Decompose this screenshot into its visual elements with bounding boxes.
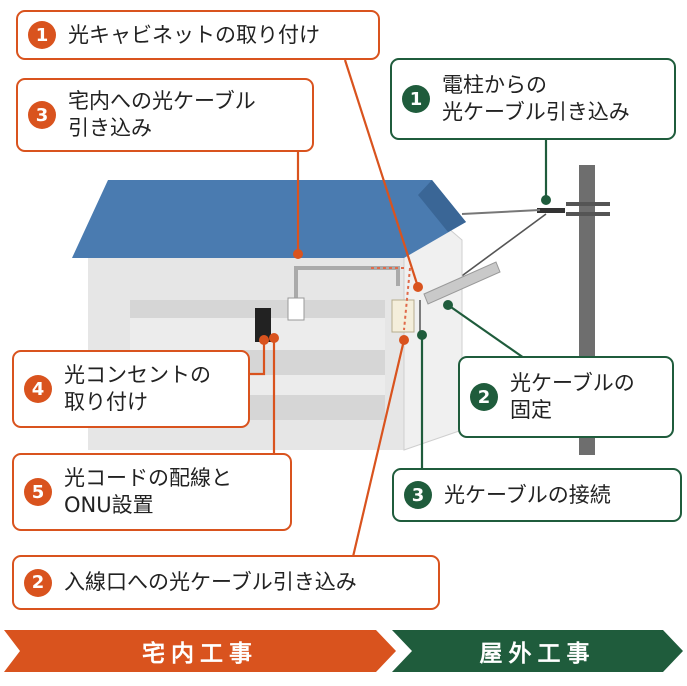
callout-label: 入線口への光ケーブル引き込み bbox=[64, 570, 357, 594]
step-number-badge: 3 bbox=[28, 101, 56, 129]
cable-fixture bbox=[423, 261, 501, 305]
optical-outlet bbox=[287, 297, 305, 321]
indoor-equipment bbox=[255, 266, 404, 342]
indoor-work-banner: 宅内工事 bbox=[4, 630, 396, 672]
outdoor-work-banner: 屋外工事 bbox=[392, 630, 683, 672]
step-number-badge: 5 bbox=[24, 478, 52, 506]
callout-label: 光ケーブルの接続 bbox=[444, 482, 611, 507]
outdoor-callout-2: 2 光ケーブルの 固定 bbox=[458, 356, 674, 438]
outdoor-leader-dots bbox=[417, 195, 551, 340]
indoor-callout-4: 4 光コンセントの 取り付け bbox=[12, 350, 250, 428]
step-number-badge: 2 bbox=[470, 383, 498, 411]
overhead-wire bbox=[461, 209, 541, 215]
indoor-leader-lines bbox=[248, 59, 420, 579]
step-number-badge: 3 bbox=[404, 481, 432, 509]
indoor-callout-2: 2 入線口への光ケーブル引き込み bbox=[12, 555, 440, 610]
outdoor-callout-1: 1 電柱からの 光ケーブル引き込み bbox=[390, 58, 676, 140]
indoor-callout-5: 5 光コードの配線と ONU設置 bbox=[12, 453, 292, 531]
onu-device bbox=[255, 308, 271, 342]
step-number-badge: 1 bbox=[28, 21, 56, 49]
callout-label: 光ケーブルの 固定 bbox=[510, 371, 635, 422]
step-number-badge: 4 bbox=[24, 375, 52, 403]
outdoor-equipment bbox=[391, 261, 501, 334]
step-number-badge: 1 bbox=[402, 85, 430, 113]
callout-label: 電柱からの 光ケーブル引き込み bbox=[442, 73, 630, 124]
callout-label: 光キャビネットの取り付け bbox=[68, 22, 320, 47]
indoor-callout-1: 1 光キャビネットの取り付け bbox=[16, 10, 380, 60]
step-number-badge: 2 bbox=[24, 568, 52, 597]
callout-label: 光コンセントの 取り付け bbox=[64, 363, 211, 414]
outdoor-callout-3: 3 光ケーブルの接続 bbox=[392, 468, 682, 522]
optical-cabinet bbox=[391, 299, 415, 333]
house-roof bbox=[72, 180, 466, 258]
indoor-leader-dots bbox=[259, 249, 423, 345]
callout-label: 光コードの配線と ONU設置 bbox=[64, 466, 232, 517]
callout-label: 宅内への光ケーブル 引き込み bbox=[68, 89, 256, 140]
outdoor-leader-lines bbox=[420, 140, 548, 470]
indoor-callout-3: 3 宅内への光ケーブル 引き込み bbox=[16, 78, 314, 152]
